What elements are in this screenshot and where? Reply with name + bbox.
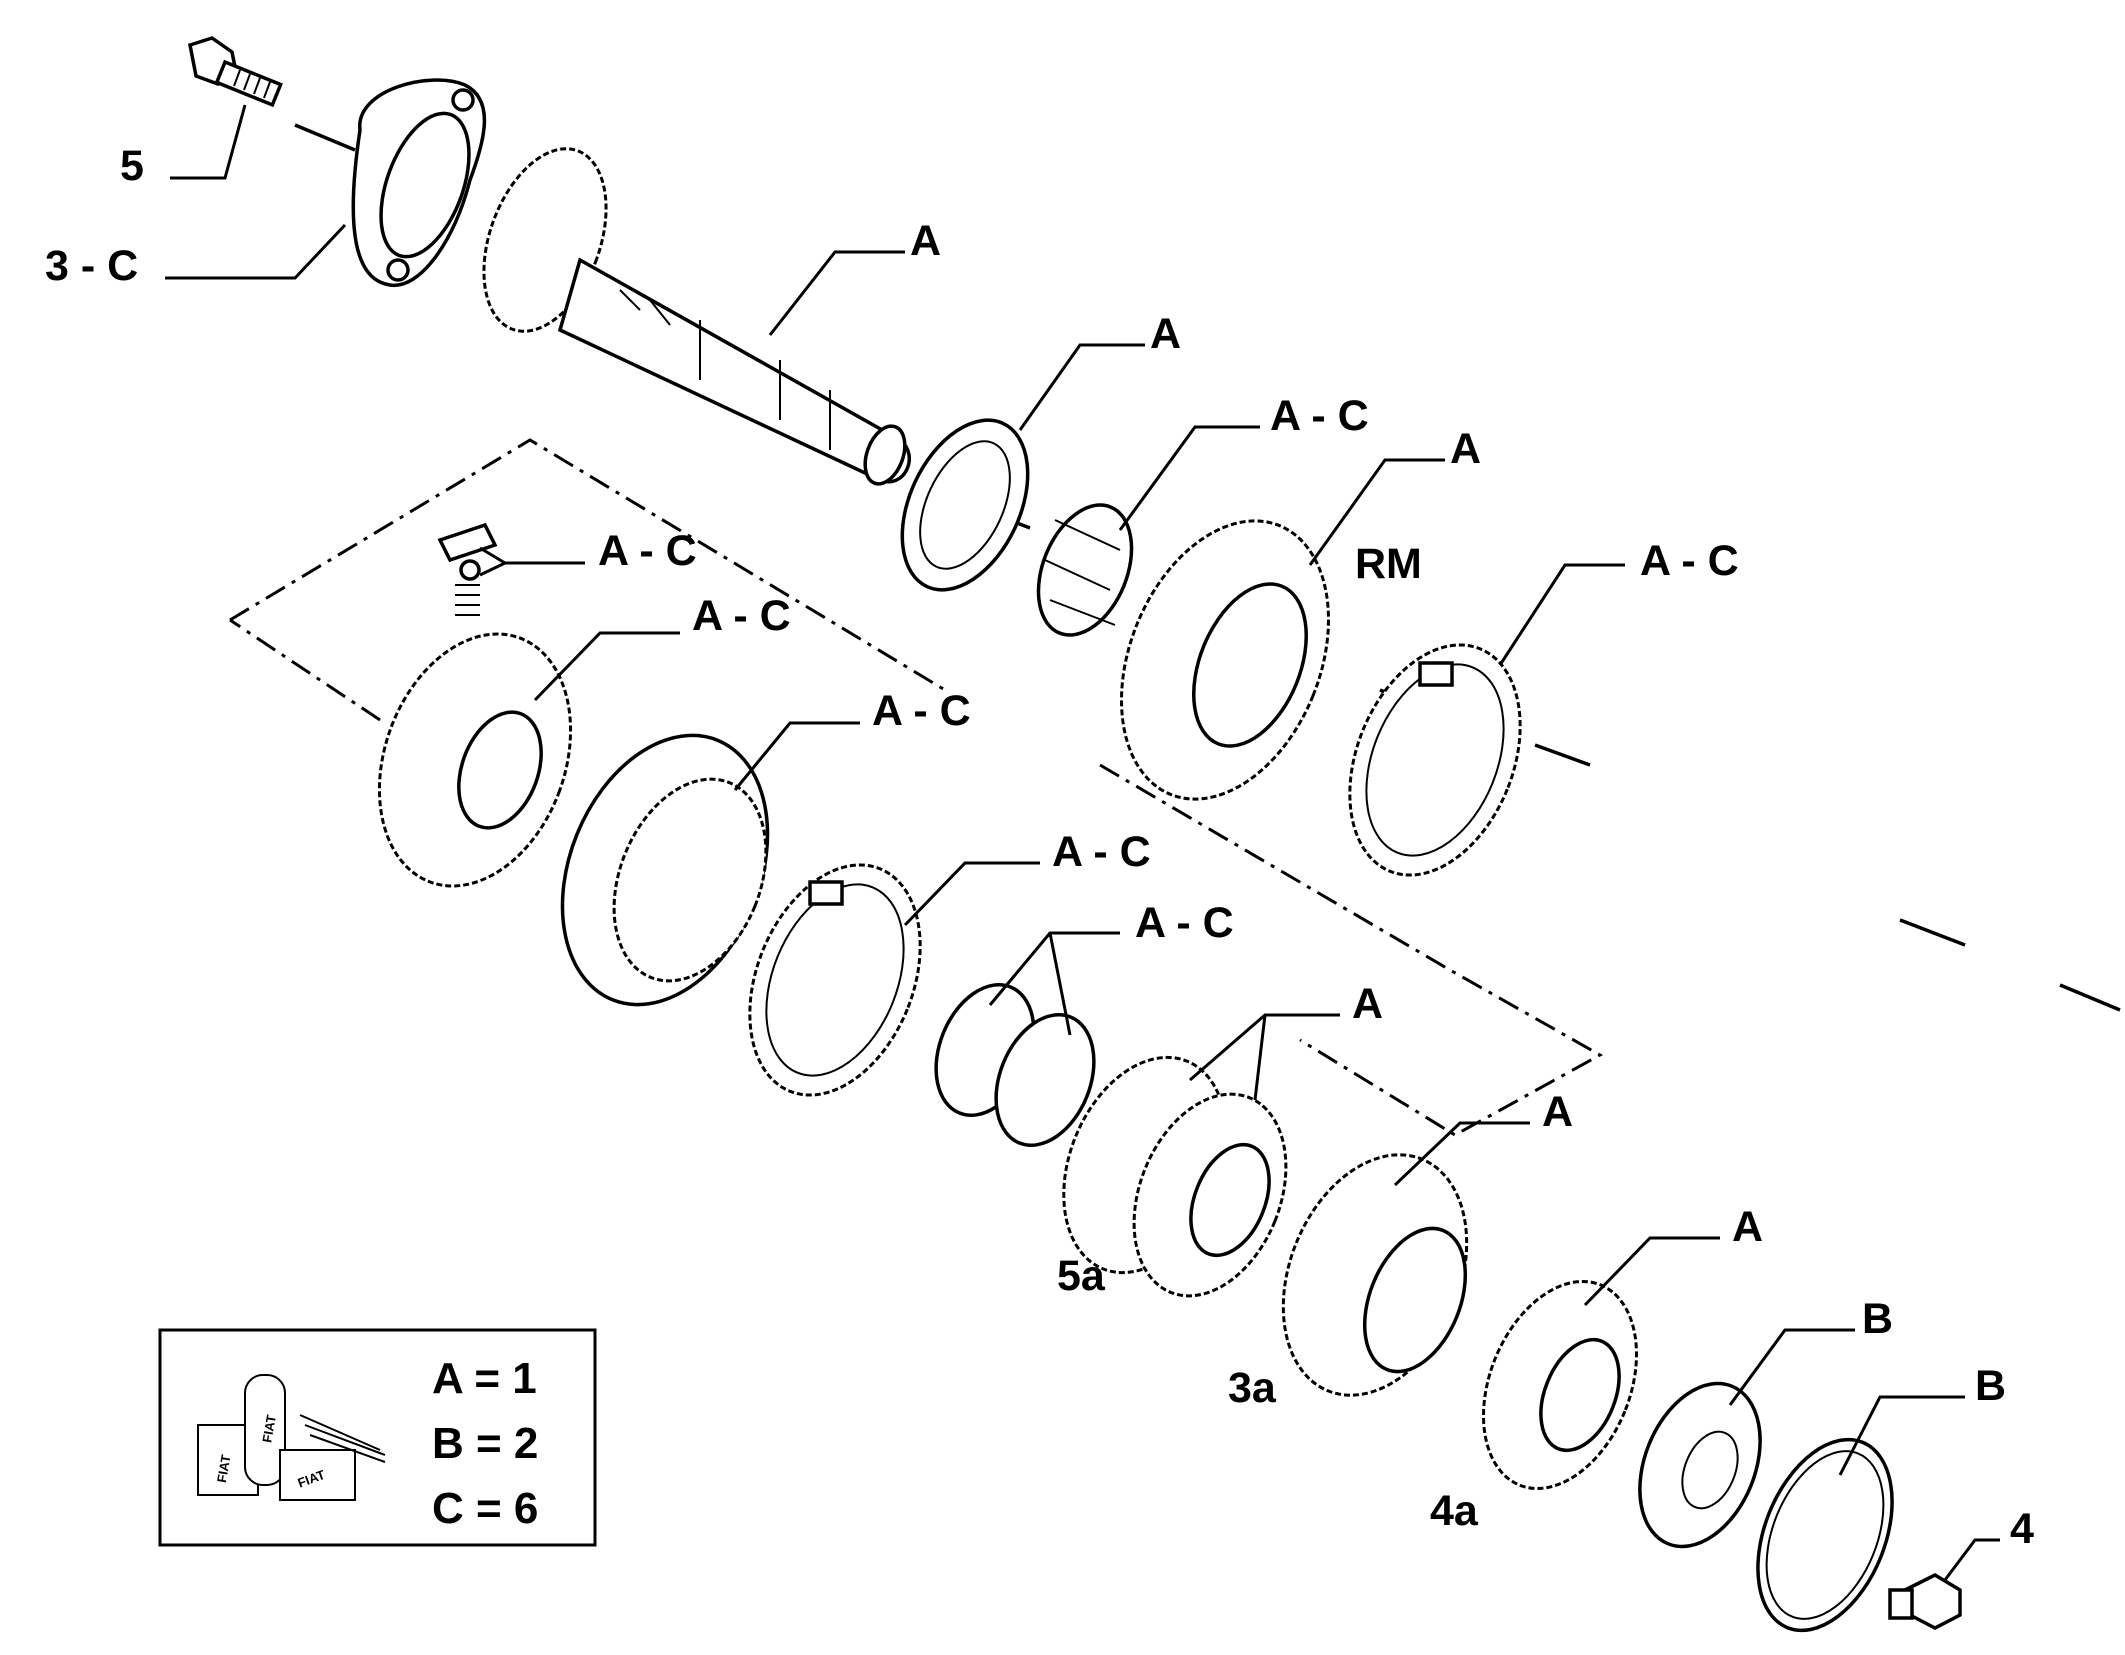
legend-row-a: A = 1 <box>432 1354 537 1403</box>
callout-hub: A - C <box>692 592 791 640</box>
synchro-ring-left <box>748 863 922 1097</box>
synchro-ring-right <box>1348 643 1522 877</box>
quantity-legend: FIAT FIAT FIAT A = 1 B = 2 C = 6 <box>158 1328 597 1547</box>
callout-ball-bearing: B <box>1862 1295 1893 1343</box>
detent-spring-set <box>437 522 498 616</box>
callout-reverse-gear: A <box>1450 425 1481 473</box>
callout-reverse-gear-code: RM <box>1355 540 1422 588</box>
circlip <box>1756 1437 1894 1633</box>
callout-gear-5th-code: 5a <box>1057 1252 1106 1300</box>
callout-twin-needle-bearing: A - C <box>1135 899 1234 947</box>
leader-lines <box>165 104 2000 1581</box>
synchro-assembly-outline <box>229 438 1604 1137</box>
callout-synchro-ring-right: A - C <box>1640 537 1739 585</box>
twin-needle-bearing <box>934 982 1096 1148</box>
callout-needle-bearing-top: A - C <box>1270 392 1369 440</box>
synchro-sleeve <box>560 733 770 1007</box>
bolt-5 <box>187 36 283 108</box>
main-shaft <box>482 147 911 486</box>
callout-circlip: B <box>1975 1362 2006 1410</box>
legend-row-c: C = 6 <box>432 1484 538 1533</box>
plug-4 <box>1888 1573 1962 1630</box>
brand-label-left: FIAT <box>214 1454 234 1484</box>
callout-flange: 3 - C <box>45 242 138 290</box>
flange-3 <box>351 78 487 287</box>
needle-bearing-top <box>1036 503 1134 637</box>
callout-shaft: A <box>910 217 941 265</box>
brand-label-center: FIAT <box>259 1414 279 1444</box>
callout-gear-4th: A <box>1732 1203 1763 1251</box>
thrust-washer <box>900 418 1030 592</box>
packaging-icon: FIAT FIAT FIAT <box>197 1374 386 1501</box>
callout-washer: A <box>1150 310 1181 358</box>
reverse-gear <box>1120 519 1330 801</box>
gear-5th <box>1062 1055 1288 1298</box>
callout-gear-3rd-code: 3a <box>1228 1364 1277 1412</box>
callout-detent-spring: A - C <box>598 527 697 575</box>
callout-gear-4th-code: 4a <box>1430 1487 1479 1535</box>
callout-sleeve: A - C <box>872 687 971 735</box>
synchro-hub <box>377 632 573 888</box>
ball-bearing <box>1638 1381 1762 1549</box>
callout-plug: 4 <box>2010 1505 2034 1553</box>
callout-bolt: 5 <box>120 142 144 190</box>
legend-row-b: B = 2 <box>432 1419 538 1468</box>
callout-gear-3rd: A <box>1542 1088 1573 1136</box>
callout-synchro-ring-left: A - C <box>1052 828 1151 876</box>
gear-3rd <box>1281 1153 1469 1397</box>
gear-4th <box>1482 1279 1638 1491</box>
callout-gear-5th: A <box>1352 980 1383 1028</box>
